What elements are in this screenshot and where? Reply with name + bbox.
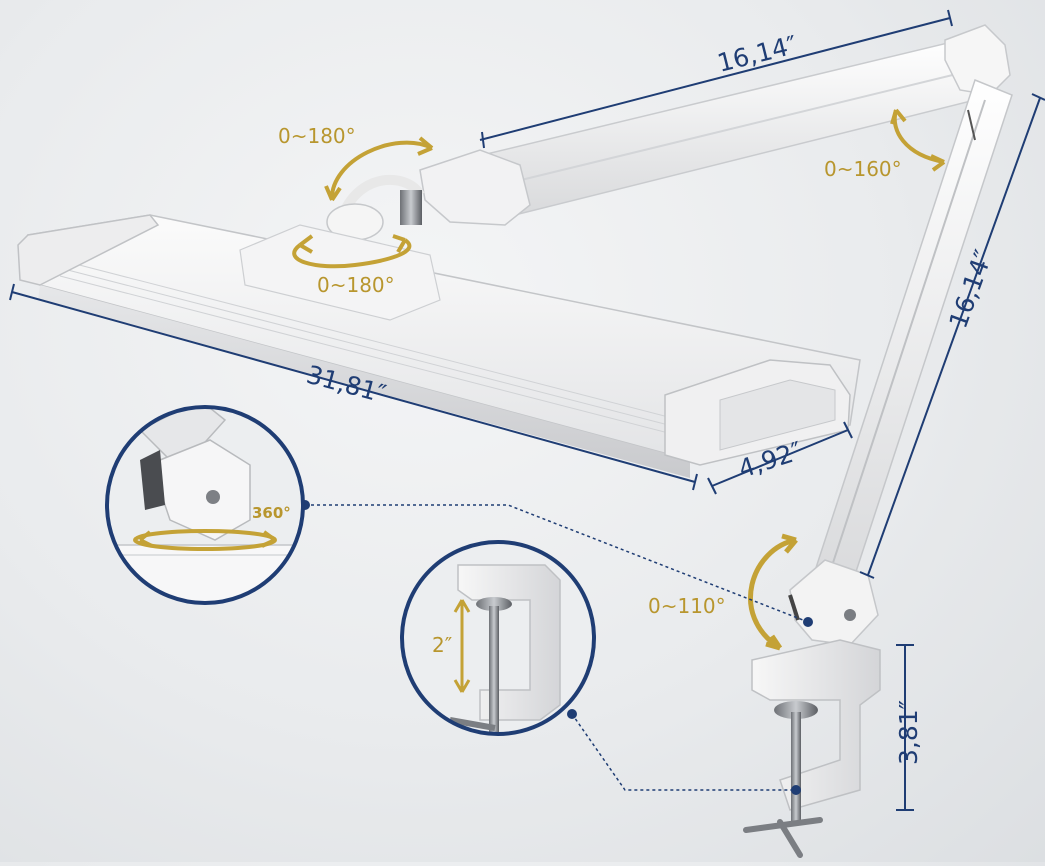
angle-head-rotate: 0~180°	[292, 234, 412, 297]
head-rotate-angle: 0~180°	[317, 273, 395, 297]
elbow-angle: 0~160°	[824, 157, 902, 181]
elbow-joint	[944, 24, 1011, 96]
base-joint	[788, 559, 879, 646]
upper-arm-length: 16,14″	[714, 30, 800, 78]
desk-clamp	[743, 639, 881, 858]
head-mount	[326, 149, 531, 241]
angle-base-joint: 0~110°	[648, 533, 798, 651]
base-joint-angle: 0~110°	[648, 594, 726, 618]
dimension-clamp-height: 3,81″	[894, 644, 923, 811]
zoom-swivel-joint: 360°	[105, 405, 305, 605]
angle-elbow: 0~160°	[824, 108, 946, 181]
head-tilt-angle: 0~180°	[278, 124, 356, 148]
clamp-opening: 2″	[432, 633, 452, 657]
clamp-height: 3,81″	[894, 700, 923, 765]
lamp-head	[17, 214, 861, 478]
zoom-clamp-opening: 2″	[400, 540, 596, 736]
callout-connectors	[300, 500, 813, 795]
angle-head-tilt: 0~180°	[278, 124, 434, 202]
swivel-angle: 360°	[252, 504, 291, 522]
